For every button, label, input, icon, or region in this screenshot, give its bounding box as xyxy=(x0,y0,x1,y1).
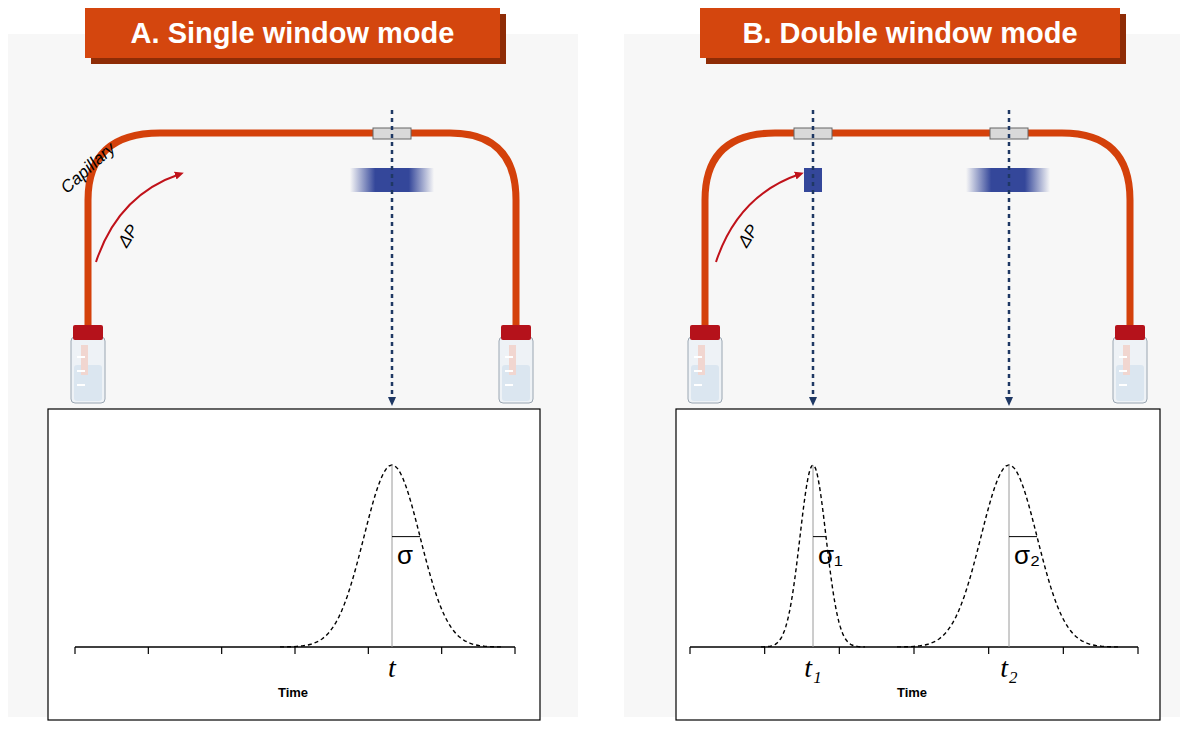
chart-frame xyxy=(48,409,540,720)
pressure-arrow xyxy=(96,174,180,262)
peak-centre-line xyxy=(813,465,814,647)
pressure-arrow xyxy=(716,174,800,262)
detector-line xyxy=(812,110,815,402)
tick xyxy=(221,647,222,654)
tick xyxy=(1137,647,1138,654)
axis-title: Time xyxy=(897,686,927,699)
tick xyxy=(839,647,840,654)
header-banner: B. Double window mode xyxy=(700,8,1120,58)
banner-title: B. Double window mode xyxy=(742,17,1077,50)
gaussian-peak xyxy=(897,465,1121,647)
chart-frame xyxy=(676,409,1160,720)
axis-title: Time xyxy=(278,686,308,699)
capillary xyxy=(88,133,516,330)
sigma-label: σ₂ xyxy=(1014,542,1040,568)
axis-ticks xyxy=(75,647,1138,654)
peak-centre-line xyxy=(1009,465,1010,647)
tick xyxy=(294,647,295,654)
tick xyxy=(148,647,149,654)
tick xyxy=(368,647,369,654)
tick xyxy=(689,647,690,654)
banner-title: A. Single window mode xyxy=(131,17,455,50)
tick xyxy=(74,647,75,654)
tick xyxy=(913,647,914,654)
tick xyxy=(514,647,515,654)
capillary xyxy=(705,133,1130,330)
sigma-line xyxy=(1009,536,1037,537)
analyte-band xyxy=(350,168,434,192)
time-label: t₂ xyxy=(1000,654,1018,682)
analyte-band xyxy=(966,168,1050,192)
analyte-band xyxy=(804,168,822,192)
sigma-line xyxy=(813,536,826,537)
tick xyxy=(988,647,989,654)
tick xyxy=(441,647,442,654)
vial xyxy=(499,325,533,403)
sigma-label: σ₁ xyxy=(818,542,843,568)
time-label: t₁ xyxy=(804,654,822,682)
sigma-label: σ xyxy=(397,542,413,568)
gaussian-peak xyxy=(761,465,865,647)
header-banner: A. Single window mode xyxy=(85,8,500,58)
tick xyxy=(764,647,765,654)
time-label: t xyxy=(388,654,396,682)
sigma-line xyxy=(392,536,420,537)
peak-centre-line xyxy=(392,465,393,647)
vial xyxy=(71,325,105,403)
tick xyxy=(1063,647,1064,654)
gaussian-peak xyxy=(280,465,504,647)
vial xyxy=(1113,325,1147,403)
detector-line xyxy=(391,110,394,402)
vial xyxy=(688,325,722,403)
detector-line xyxy=(1008,110,1011,402)
peaks xyxy=(280,465,1121,647)
